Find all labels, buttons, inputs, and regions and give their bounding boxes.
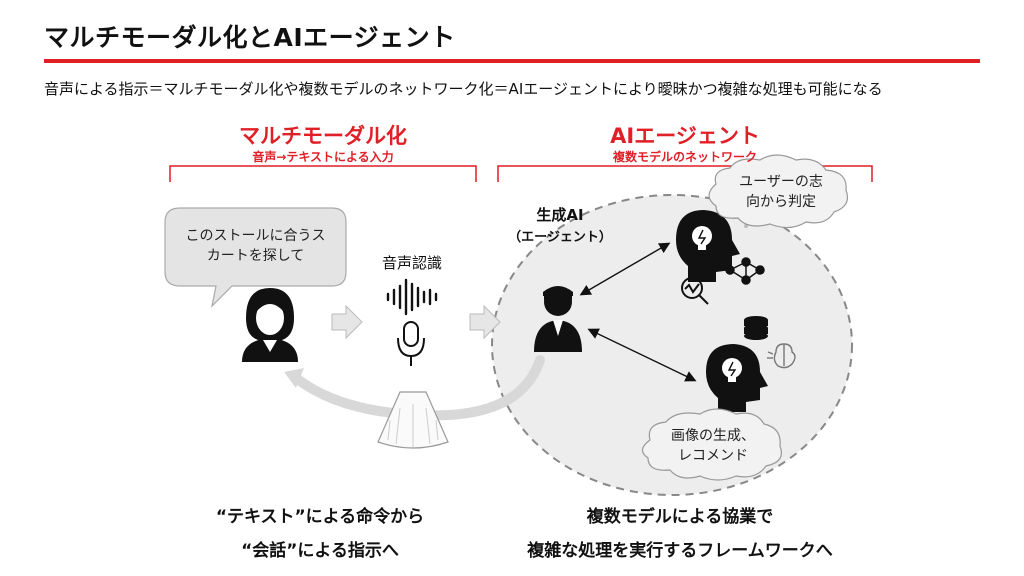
speech-bubble-text: このストールに合うス カートを探して [165, 226, 346, 266]
agent-heading: AIエージェント [610, 124, 760, 148]
multimodal-caption: “テキスト”による命令から “会話”による指示へ [160, 500, 480, 568]
agent-subheading: 複数モデルのネットワーク [612, 150, 757, 164]
speech-bubble-line-1: このストールに合うス [185, 228, 326, 244]
brain-icon [767, 343, 796, 369]
agent-caption-line-2: 複雑な処理を実行するフレームワークへ [527, 541, 833, 561]
generative-ai-sublabel: （エージェント） [508, 230, 612, 245]
microphone-icon [397, 321, 425, 366]
agent-caption: 複数モデルによる協業で 複雑な処理を実行するフレームワークへ [500, 500, 860, 568]
multimodal-caption-line-1: “テキスト”による命令から [215, 507, 425, 527]
page-description: 音声による指示＝マルチモーダル化や複数モデルのネットワーク化＝AIエージェントに… [44, 80, 883, 98]
arrow-to-agent [469, 304, 501, 340]
magnifier-chart-icon [681, 277, 709, 305]
title-divider [44, 59, 980, 63]
cloud-bottom-text: 画像の生成、 レコメンド [648, 426, 778, 466]
cloud-bottom-line-2: レコメンド [678, 448, 748, 464]
network-icon [725, 257, 765, 285]
database-icon [744, 316, 768, 340]
cloud-top [708, 154, 849, 229]
cloud-top-line-2: 向から判定 [746, 194, 816, 210]
agent-bracket [497, 165, 873, 182]
ai-head-icon [676, 210, 740, 282]
multimodal-heading: マルチモーダル化 [239, 124, 407, 148]
multimodal-caption-line-2: “会話”による指示へ [241, 541, 399, 561]
agent-caption-line-1: 複数モデルによる協業で [586, 507, 774, 527]
speech-bubble [164, 207, 347, 308]
cloud-top-line-1: ユーザーの志 [739, 174, 823, 190]
multimodal-subheading: 音声→テキストによる入力 [252, 150, 394, 164]
speech-recognition-label: 音声認識 [381, 254, 442, 272]
arrow-to-recognition [331, 304, 363, 340]
sound-wave-icon [386, 278, 438, 316]
page-title: マルチモーダル化とAIエージェント [44, 23, 456, 52]
speech-bubble-line-2: カートを探して [206, 248, 305, 264]
agent-icon [534, 286, 582, 352]
cloud-bottom [641, 408, 782, 481]
multimodal-bracket [169, 165, 477, 182]
generative-ai-label: 生成AI [536, 206, 584, 224]
user-icon [242, 288, 298, 362]
skirt-icon [377, 391, 449, 449]
cloud-top-text: ユーザーの志 向から判定 [716, 172, 846, 212]
ai-head-icon-2 [706, 344, 768, 412]
cloud-bottom-line-1: 画像の生成、 [671, 428, 755, 444]
